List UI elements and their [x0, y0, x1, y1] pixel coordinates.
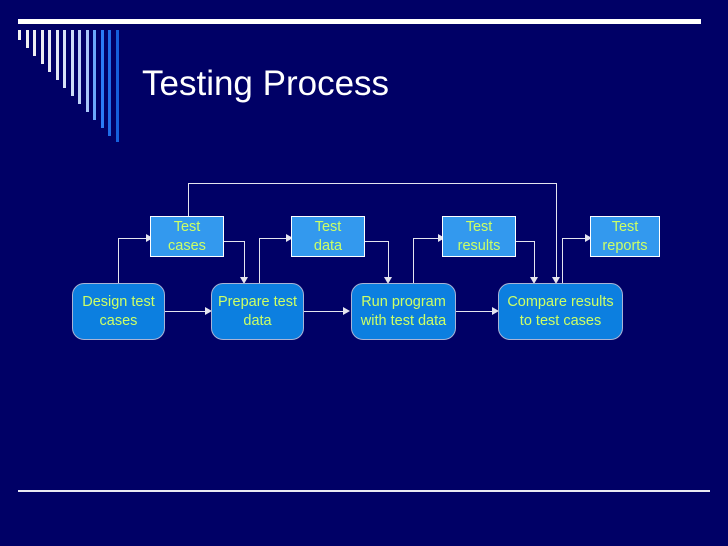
- bar-fan-segment: [18, 30, 21, 40]
- arrowhead-into-testresults: [438, 234, 445, 242]
- connector-design-to-testcases-horizontal: [118, 238, 146, 239]
- node-test-reports-line2: reports: [602, 237, 648, 254]
- connector-prepare-to-run: [303, 311, 345, 312]
- node-test-results-line2: results: [457, 237, 501, 254]
- node-compare-results-line2: to test cases: [519, 312, 602, 329]
- node-test-cases[interactable]: Test cases: [150, 216, 224, 257]
- arrowhead-into-testcases: [146, 234, 153, 242]
- node-test-data-line2: data: [313, 237, 343, 254]
- node-run-program-line2: with test data: [360, 312, 447, 329]
- node-test-results[interactable]: Test results: [442, 216, 516, 257]
- arrowhead-into-testreports: [585, 234, 592, 242]
- arrowhead-into-run: [343, 307, 350, 315]
- connector-long-to-compare-drop: [556, 183, 557, 279]
- arrowhead-into-compare-from-results: [530, 277, 538, 284]
- node-compare-results[interactable]: Compare results to test cases: [498, 283, 623, 340]
- node-design-test-cases[interactable]: Design test cases: [72, 283, 165, 340]
- arrowhead-into-prepare-from-testcases: [240, 277, 248, 284]
- bar-fan-segment: [33, 30, 36, 56]
- node-test-reports[interactable]: Test reports: [590, 216, 660, 257]
- bar-fan-segment: [93, 30, 96, 120]
- bar-fan-segment: [85, 30, 89, 112]
- node-run-program-line1: Run program: [361, 293, 446, 310]
- bar-fan-segment: [63, 30, 66, 88]
- node-run-program[interactable]: Run program with test data: [351, 283, 456, 340]
- connector-compare-to-reports-vertical: [562, 238, 563, 286]
- node-design-test-cases-line2: cases: [99, 312, 138, 329]
- node-test-cases-line2: cases: [168, 237, 206, 254]
- connector-testdata-to-run-horizontal: [365, 241, 389, 242]
- node-test-reports-line1: Test: [611, 218, 639, 235]
- bar-fan-decoration: [18, 30, 138, 155]
- arrowhead-into-prepare: [205, 307, 212, 315]
- bar-fan-segment: [48, 30, 51, 72]
- node-test-data[interactable]: Test data: [291, 216, 365, 257]
- bar-fan-segment: [100, 30, 104, 128]
- connector-testcases-to-compare-long: [188, 183, 557, 184]
- connector-run-to-results-horizontal: [413, 238, 438, 239]
- connector-run-to-results-vertical: [413, 238, 414, 284]
- arrowhead-into-run-from-testdata: [384, 277, 392, 284]
- connector-design-to-testcases-vertical: [118, 238, 119, 284]
- bar-fan-segment: [55, 30, 59, 80]
- connector-testcases-to-prepare-horizontal: [224, 241, 245, 242]
- arrowhead-into-compare: [492, 307, 499, 315]
- bar-fan-segment: [78, 30, 81, 104]
- arrowhead-into-compare-from-testcases: [552, 277, 560, 284]
- connector-prepare-to-testdata-vertical: [259, 238, 260, 284]
- connector-run-to-compare: [456, 311, 494, 312]
- node-test-data-line1: Test: [314, 218, 342, 235]
- bar-fan-segment: [115, 30, 119, 142]
- node-prepare-test-data[interactable]: Prepare test data: [211, 283, 304, 340]
- bar-fan-segment: [40, 30, 44, 64]
- bar-fan-segment: [25, 30, 29, 48]
- node-test-cases-line1: Test: [173, 218, 201, 235]
- connector-design-to-prepare: [165, 311, 207, 312]
- bar-fan-segment: [70, 30, 74, 96]
- page-title: Testing Process: [142, 64, 390, 103]
- connector-testcases-to-prepare-vertical: [244, 241, 245, 279]
- node-test-results-line1: Test: [465, 218, 493, 235]
- bar-fan-segment: [108, 30, 111, 136]
- bottom-divider-rule: [18, 490, 710, 492]
- connector-results-to-compare-vertical: [534, 241, 535, 279]
- arrowhead-into-testdata: [286, 234, 293, 242]
- connector-testcases-top-riser: [188, 183, 189, 216]
- connector-compare-to-reports-horizontal: [562, 238, 585, 239]
- top-divider-rule: [18, 19, 701, 24]
- node-design-test-cases-line1: Design test: [82, 293, 155, 310]
- connector-testdata-to-run-vertical: [388, 241, 389, 279]
- node-prepare-test-data-line1: Prepare test: [218, 293, 297, 310]
- node-compare-results-line1: Compare results: [507, 293, 614, 310]
- connector-prepare-to-testdata-horizontal: [259, 238, 286, 239]
- connector-results-to-compare-horizontal: [516, 241, 535, 242]
- node-prepare-test-data-line2: data: [243, 312, 272, 329]
